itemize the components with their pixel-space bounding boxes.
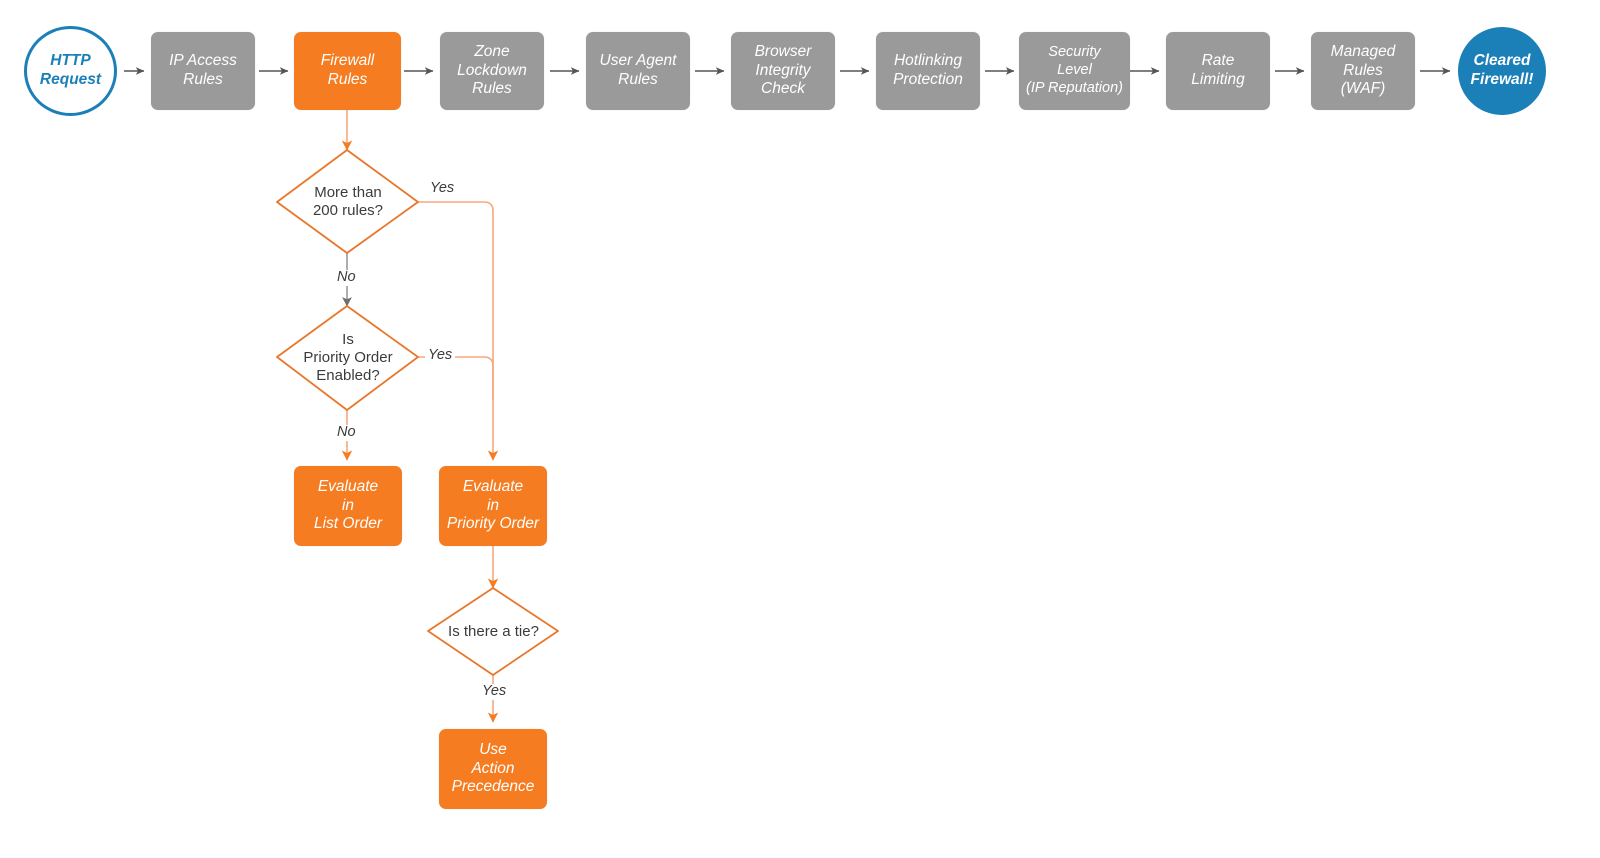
edge-label-no-more-than-200-rules: No	[334, 269, 359, 286]
node-is-there-a-tie[interactable]: Is there a tie?	[428, 588, 559, 676]
edge-label-yes-is-priority-order-enabled: Yes	[425, 347, 456, 364]
edge-label-no-is-priority-order-enabled: No	[334, 424, 359, 441]
node-is-there-a-tie-label: Is there a tie?	[448, 622, 539, 640]
edge-label-yes-is-there-a-tie: Yes	[479, 683, 510, 700]
edge-label-yes-more-than-200-rules: Yes	[427, 180, 458, 197]
